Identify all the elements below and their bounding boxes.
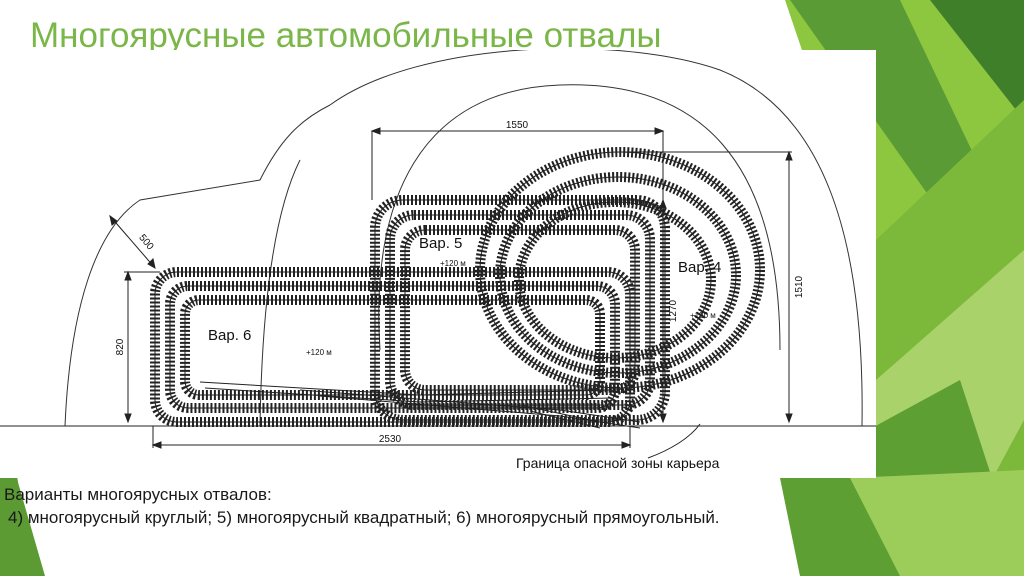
green-shape (930, 0, 1024, 120)
dim-label-1270: 1270 (668, 299, 679, 322)
dim-label-2530: 2530 (379, 434, 402, 445)
dim-label-1550: 1550 (506, 120, 529, 131)
dimension-1270 (659, 198, 667, 424)
dim-label-820: 820 (115, 338, 126, 355)
label-boundary: Граница опасной зоны карьера (516, 455, 720, 471)
elev-var6: +120 м (306, 348, 332, 357)
dim-label-1510: 1510 (794, 275, 805, 298)
boundary-leader (647, 423, 701, 459)
dimension-1510 (620, 150, 793, 424)
dimension-500 (109, 214, 156, 269)
green-shape (850, 470, 1024, 576)
variant-6-rectangular (150, 267, 635, 427)
elev-var4: +120 м (690, 311, 716, 320)
label-var5: Вар. 5 (419, 235, 462, 252)
boundary-contour (64, 104, 331, 427)
dump-diagram: 1550 2530 1270 (0, 50, 876, 478)
dimension-1550 (370, 127, 665, 200)
variant-5-square (370, 195, 670, 425)
dimension-820 (124, 270, 160, 424)
boundary-contour (329, 50, 863, 427)
haul-ramps (199, 381, 641, 429)
label-var6: Вар. 6 (208, 327, 251, 344)
slide-title: Многоярусные автомобильные отвалы (30, 16, 662, 55)
elev-var5: +120 м (440, 259, 466, 268)
dimension-2530 (151, 426, 632, 449)
caption-line-2: 4) многоярусный круглый; 5) многоярусный… (8, 508, 720, 527)
caption-line-1: Варианты многоярусных отвалов: (4, 485, 272, 504)
boundary-contour (378, 84, 781, 351)
boundary-contour (259, 159, 301, 427)
label-var4: Вар. 4 (678, 259, 721, 276)
